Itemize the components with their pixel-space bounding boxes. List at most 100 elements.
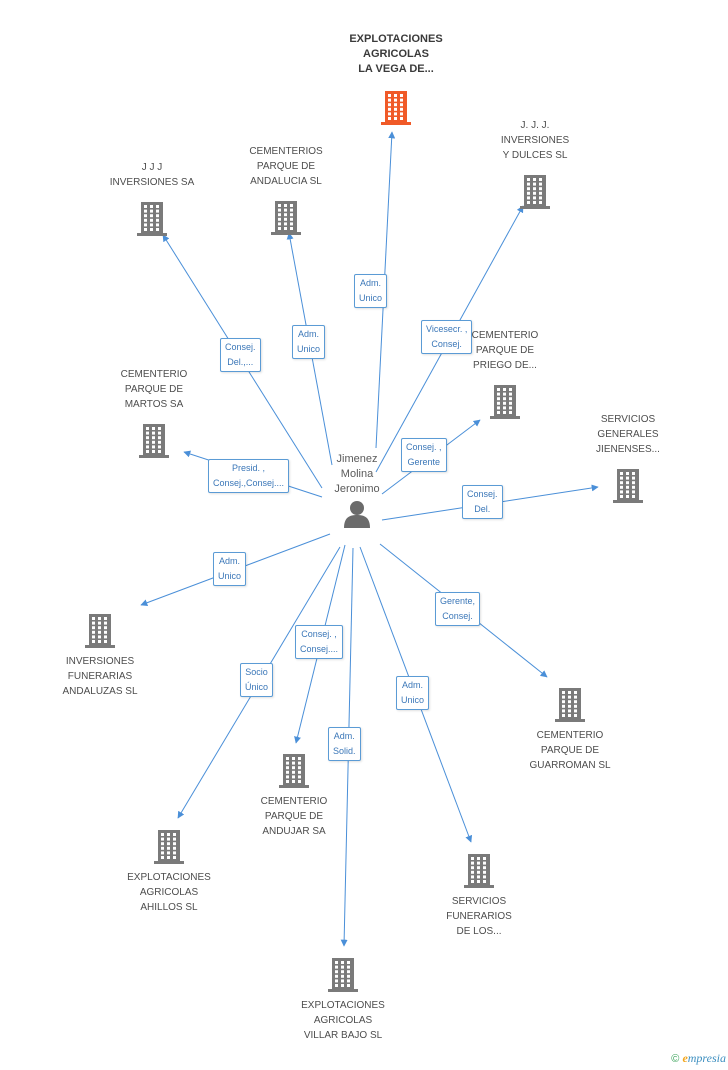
person-icon (344, 501, 370, 528)
building-icon (271, 201, 301, 235)
company-name-line: EXPLOTACIONES (301, 1000, 385, 1011)
company-name-line: INVERSIONES (65, 656, 135, 667)
role-text-line: Unico (297, 344, 321, 354)
role-text-line: Del. (474, 504, 491, 514)
building-icon (555, 688, 585, 722)
company-name-line: CEMENTERIO (471, 330, 539, 341)
company-name-line: JIENENSES... (596, 444, 660, 455)
role-label-c7[interactable]: Consej. Del. (462, 485, 503, 519)
company-name-line: PRIEGO DE... (473, 360, 537, 371)
role-label-c9[interactable]: Gerente, Consej. (435, 592, 481, 626)
company-name-line: SERVICIOS (600, 414, 656, 425)
company-node-c13[interactable]: EXPLOTACIONES AGRICOLAS VILLAR BAJO SL (268, 956, 418, 1043)
building-icon (520, 175, 550, 209)
role-text-line: Socio (245, 667, 268, 677)
empresia-logo: empresia (682, 1051, 726, 1065)
company-name-line: PARQUE DE (475, 345, 535, 356)
company-node-c10[interactable]: CEMENTERIO PARQUE DE ANDUJAR SA (219, 752, 369, 839)
role-text-line: Consej. (442, 611, 473, 621)
company-node-c3[interactable]: J J J INVERSIONES SA (77, 160, 227, 236)
company-name-line: INVERSIONES (500, 135, 570, 146)
role-label-c3[interactable]: Consej. Del.,... (220, 338, 261, 372)
role-label-c5[interactable]: Consej. , Gerente (401, 438, 447, 472)
building-icon (613, 469, 643, 503)
role-text-line: Gerente, (440, 596, 476, 606)
role-label-c12[interactable]: Adm. Unico (396, 676, 430, 710)
role-label-c1[interactable]: Adm.Unico (354, 274, 388, 308)
company-name-line: GUARROMAN SL (529, 760, 611, 771)
role-text-line: Único (245, 682, 269, 692)
role-text-line: Adm. (298, 329, 320, 339)
company-name-line: INVERSIONES SA (109, 177, 195, 188)
building-icon (137, 202, 167, 236)
empresia-footer[interactable]: © empresia (671, 1051, 726, 1066)
company-name-line: FUNERARIOS (446, 911, 512, 922)
role-text-line: Adm. (219, 556, 241, 566)
role-text-line: Presid. , (232, 463, 266, 473)
company-name-line: ANDALUCIA SL (250, 176, 322, 187)
company-name-line: PARQUE DE (540, 745, 600, 756)
person-name-line-2: Molina (340, 468, 374, 480)
role-text-line: Consej. (467, 489, 498, 499)
company-name-line: J J J (141, 162, 163, 173)
role-label-c13[interactable]: Adm. Solid. (328, 727, 361, 761)
company-name-line: AHILLOS SL (140, 902, 198, 913)
company-node-c5[interactable]: CEMENTERIO PARQUE DE PRIEGO DE... (430, 328, 580, 419)
role-label-c2[interactable]: Vicesecr. ,Consej. (421, 320, 473, 354)
person-name-line-1: Jimenez (336, 453, 378, 465)
building-icon (279, 754, 309, 788)
person-name-line-3: Jeronimo (334, 483, 380, 495)
company-name-line: AGRICOLAS (313, 1015, 373, 1026)
role-label-c10[interactable]: Consej. , Consej.... (295, 625, 344, 659)
role-text-line: Consej.... (300, 644, 339, 654)
role-text-line: Del.,... (227, 357, 254, 367)
company-name-line: EXPLOTACIONES (127, 872, 211, 883)
role-text-line: Consej. (225, 342, 256, 352)
building-icon (85, 614, 115, 648)
company-name-line: ANDALUZAS SL (62, 686, 138, 697)
building-icon (464, 854, 494, 888)
company-name-line: VILLAR BAJO SL (303, 1030, 383, 1041)
company-name-line: CEMENTERIO (120, 369, 188, 380)
company-name-line: LA VEGA DE... (358, 63, 434, 75)
company-name-line: ANDUJAR SA (262, 826, 326, 837)
role-text-line: Adm. (333, 731, 355, 741)
role-label-c4[interactable]: Adm. Unico (292, 325, 326, 359)
role-label-c8[interactable]: Adm. Unico (213, 552, 247, 586)
building-icon (381, 91, 411, 125)
company-name-line: AGRICOLAS (363, 48, 429, 60)
building-icon (139, 424, 169, 458)
company-name-line: PARQUE DE (124, 384, 184, 395)
role-text-line: Consej. , (406, 442, 442, 452)
company-name-line: PARQUE DE (264, 811, 324, 822)
company-name-line: Y DULCES SL (502, 150, 568, 161)
role-text-line: Unico (401, 695, 425, 705)
company-name-line: FUNERARIAS (67, 671, 133, 682)
company-node-c6[interactable]: CEMENTERIO PARQUE DE MARTOS SA (79, 367, 229, 458)
role-label-c6[interactable]: Presid. , Consej.,Consej.... (208, 459, 290, 493)
building-icon (490, 385, 520, 419)
company-node-c8[interactable]: INVERSIONES FUNERARIAS ANDALUZAS SL (25, 612, 175, 699)
role-text-line: Consej. (431, 339, 462, 349)
role-text-line: Solid. (333, 746, 356, 756)
building-icon (154, 830, 184, 864)
copyright-symbol: © (671, 1053, 680, 1065)
role-text-line: Consej. , (301, 629, 337, 639)
role-text-line: Adm. (402, 680, 424, 690)
role-text-line: Gerente (407, 457, 441, 467)
company-name-line: DE LOS... (456, 926, 502, 937)
company-name-line: CEMENTERIOS (249, 146, 323, 157)
company-name-line: CEMENTERIO (260, 796, 328, 807)
role-text-line: Consej.,Consej.... (213, 478, 285, 488)
person-node[interactable]: Jimenez Molina Jeronimo (332, 452, 382, 529)
role-text-line: Unico (218, 571, 242, 581)
company-name-line: MARTOS SA (124, 399, 184, 410)
